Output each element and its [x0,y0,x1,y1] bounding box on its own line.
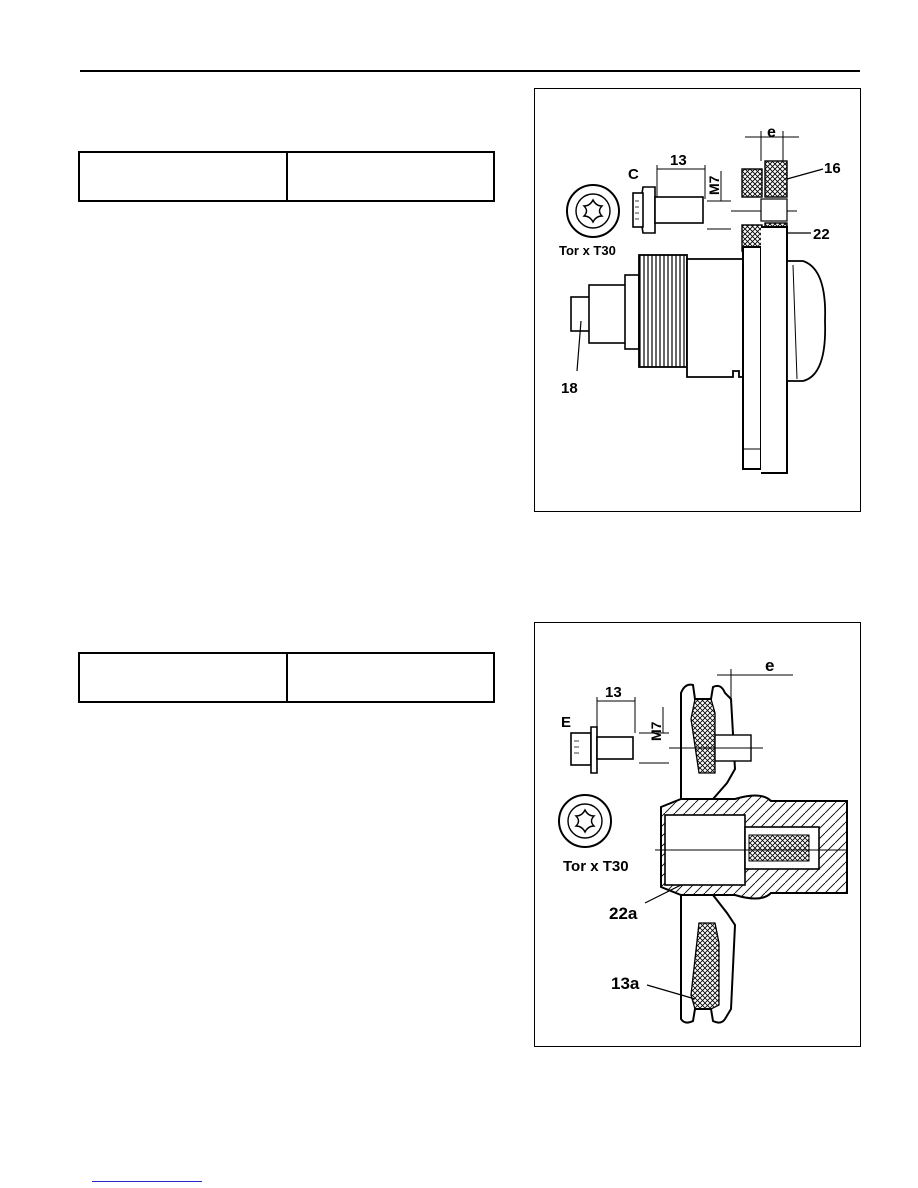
fig1-part-16: 16 [824,160,841,177]
fig2-dim-13: 13 [605,684,622,701]
fig1-part-18: 18 [561,380,578,397]
figure-2-pulley-hub: e 13 M7 E Tor x T30 [534,622,861,1047]
fig2-bolt [570,726,634,774]
fig2-tool-label: Tor x T30 [563,858,629,875]
fig2-dim-e: e [765,656,774,675]
fig1-part-22: 22 [813,226,830,243]
figure-2-drawing: e 13 M7 E Tor x T30 [558,656,848,1024]
fig1-dim-13: 13 [670,152,687,169]
spec-table-2-cell-right [285,654,494,701]
fig1-dim-e: e [767,124,776,141]
fig1-bolt-letter-c: C [628,166,639,183]
fig2-bolt-letter-e: E [561,714,571,731]
spec-table-1 [78,151,495,202]
spec-table-1-cell-left [80,153,286,200]
footer-link-underline[interactable] [92,1181,202,1182]
fig1-tool-label: Tor x T30 [559,243,616,258]
figure-1-pulley-starter: 13 C M7 e 16 22 [534,88,861,512]
fig1-thread-m7: M7 [706,175,722,195]
figure-1-drawing: 13 C M7 e 16 22 [559,124,841,474]
spec-table-2 [78,652,495,703]
fig2-part-22a: 22a [609,904,638,923]
fig2-part-13a: 13a [611,974,640,993]
header-rule [80,70,860,72]
torx-socket-icon [566,184,620,238]
spec-table-2-cell-left [80,654,286,701]
fig1-bolt [632,186,704,234]
spec-table-1-cell-right [285,153,494,200]
fig2-thread-m7: M7 [648,721,664,741]
fig2-pulley-section [655,683,848,1024]
torx-socket-icon [558,794,612,848]
fig1-starter-pinion [570,226,827,474]
